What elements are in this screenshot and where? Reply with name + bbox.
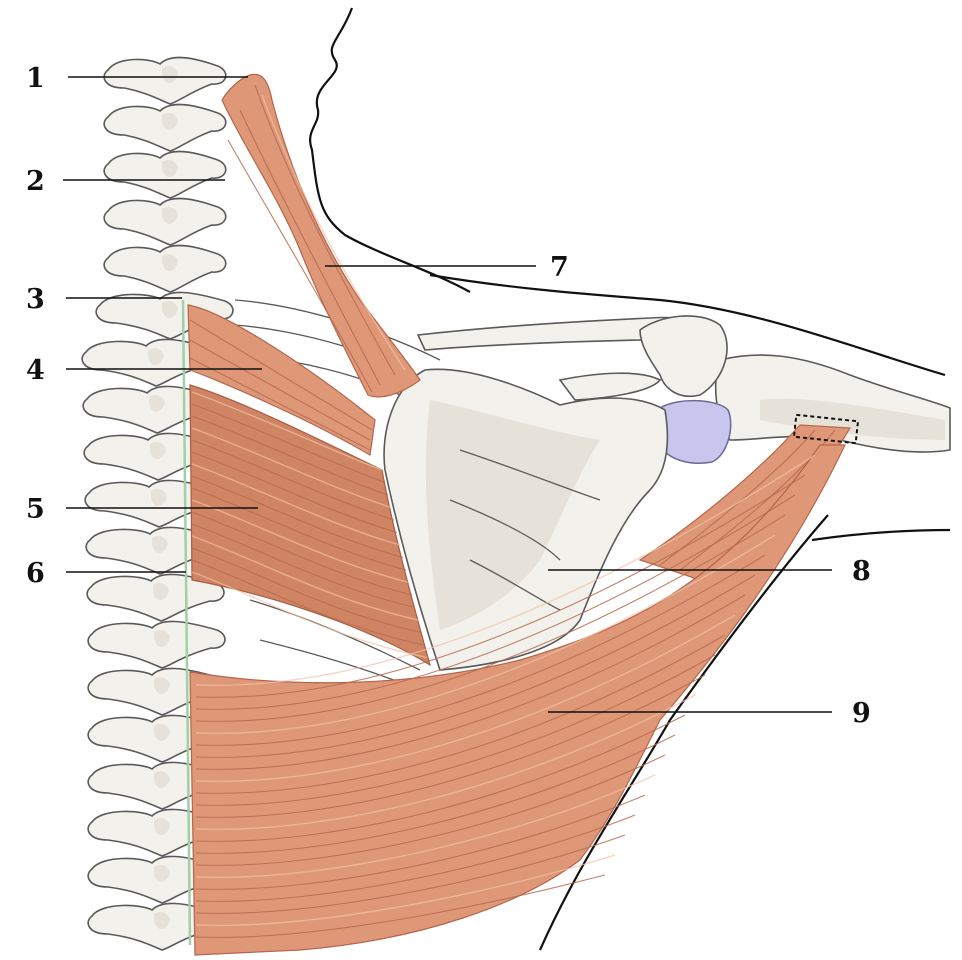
label-5: 5	[26, 494, 45, 525]
label-7: 7	[550, 252, 569, 283]
label-6: 6	[26, 558, 45, 589]
vertebra	[104, 104, 226, 151]
label-2: 2	[26, 166, 45, 197]
vertebra	[88, 621, 225, 668]
label-3: 3	[26, 284, 45, 315]
glenoid-cartilage	[660, 401, 731, 464]
vertebra	[104, 198, 226, 245]
label-9: 9	[852, 698, 871, 729]
vertebra	[104, 151, 226, 198]
vertebra	[104, 57, 226, 104]
label-8: 8	[852, 556, 871, 587]
vertebra	[104, 245, 226, 292]
label-1: 1	[26, 63, 45, 94]
label-4: 4	[26, 355, 45, 386]
